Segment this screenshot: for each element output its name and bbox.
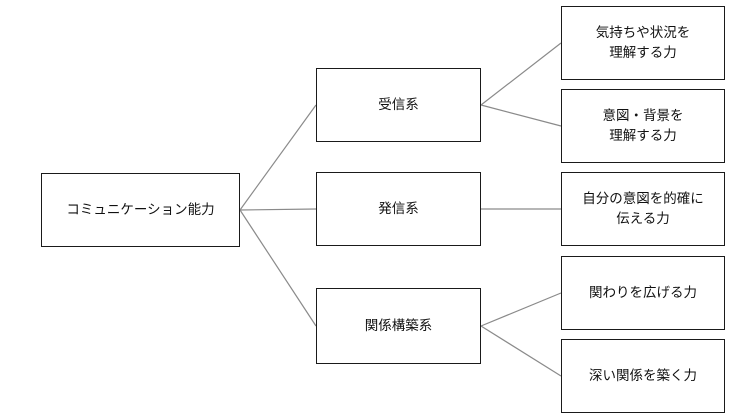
connector-root-receive xyxy=(239,104,317,211)
connector-relate-leaf-4 xyxy=(480,292,562,327)
leaf-node-understand-feelings: 気持ちや状況を 理解する力 xyxy=(561,6,725,80)
root-node-communication-ability: コミュニケーション能力 xyxy=(41,173,240,247)
category-node-sending: 発信系 xyxy=(316,172,481,246)
connector-root-relate xyxy=(239,209,317,327)
leaf-node-understand-intent: 意図・背景を 理解する力 xyxy=(561,89,725,163)
category-node-receiving: 受信系 xyxy=(316,68,481,142)
leaf-node-expand-relations: 関わりを広げる力 xyxy=(561,256,725,330)
leaf-node-convey-intent: 自分の意図を的確に 伝える力 xyxy=(561,172,725,246)
connector-receive-leaf-2 xyxy=(480,104,562,127)
category-node-relationship-building: 関係構築系 xyxy=(316,288,481,364)
connector-receive-leaf-1 xyxy=(480,42,562,106)
connector-root-send xyxy=(239,208,317,211)
connector-relate-leaf-5 xyxy=(480,325,562,377)
leaf-node-build-deep-relations: 深い関係を築く力 xyxy=(561,339,725,413)
